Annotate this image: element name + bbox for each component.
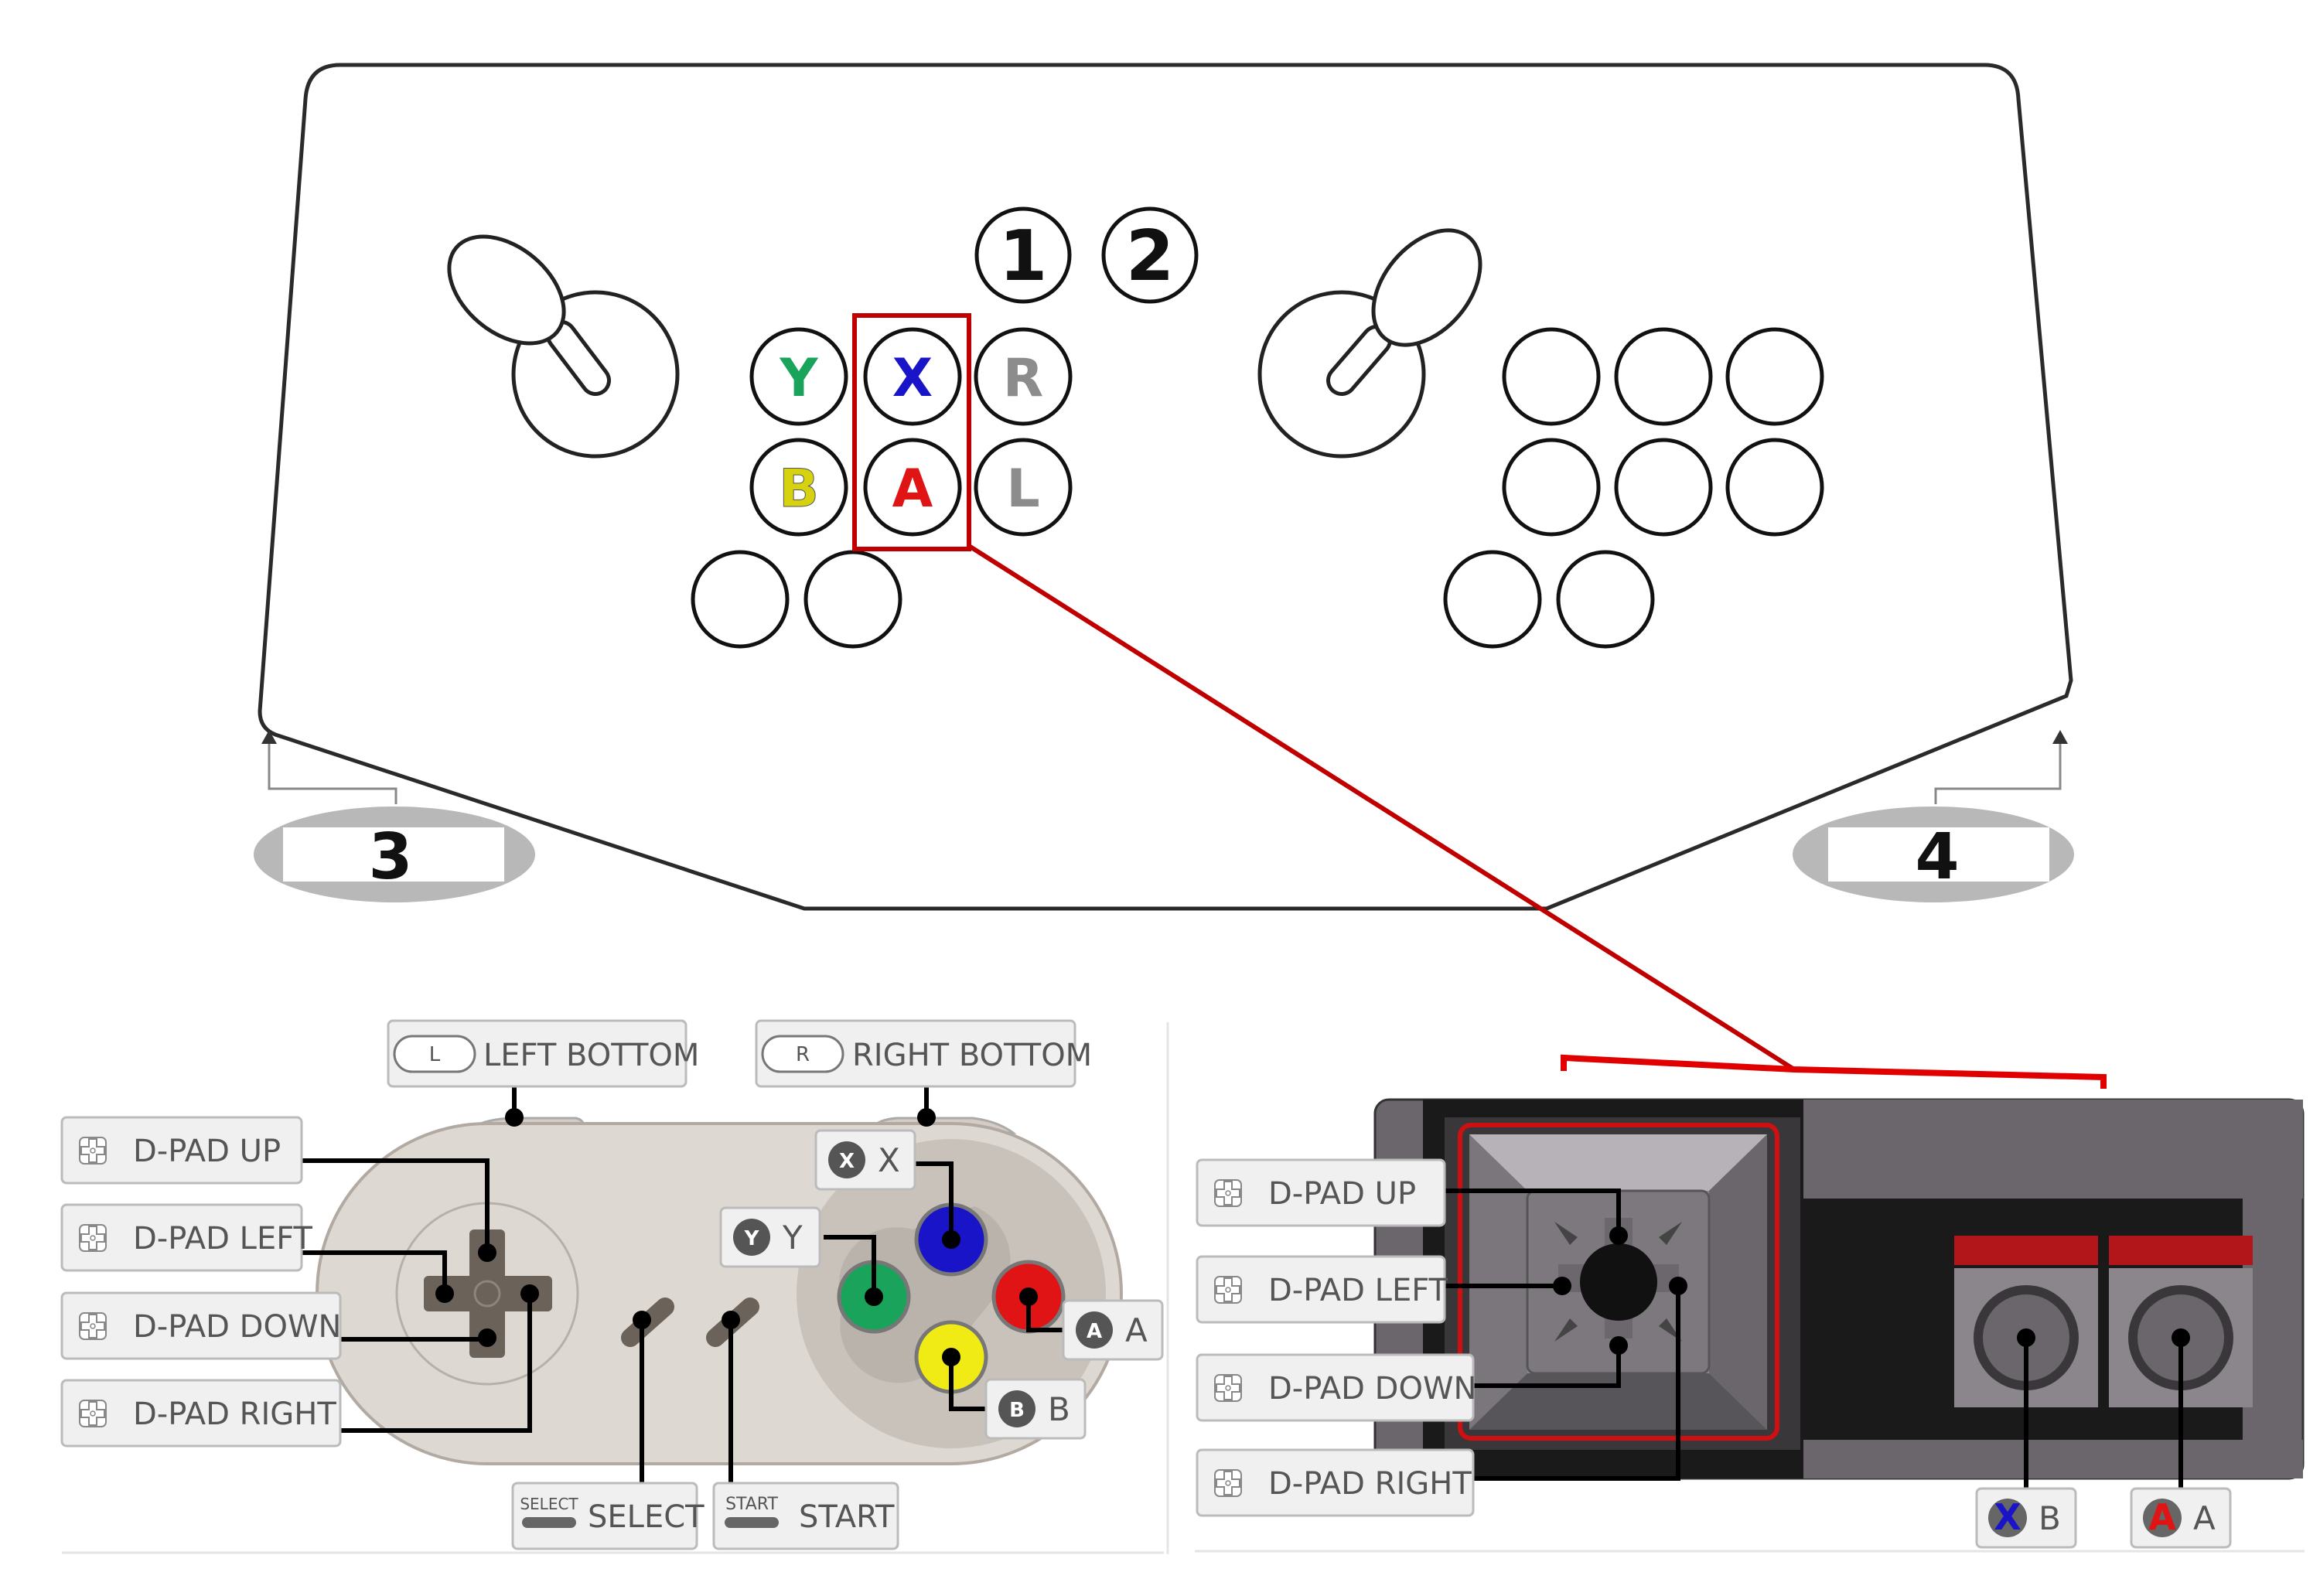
snes-callout-x: X X (814, 1129, 916, 1191)
dpad-icon (79, 1224, 107, 1252)
face-button-l-label: L (1006, 459, 1039, 520)
snes-b-key: B (1009, 1399, 1025, 1422)
nes-controller: D-PAD UP D-PAD LEFT D-PAD DOWN D-PAD RIG… (1195, 1098, 2305, 1553)
callout-right-bottom: R RIGHT BOTTOM (755, 1019, 1092, 1088)
left-bottom-key: L (429, 1043, 441, 1066)
dpad-icon (79, 1400, 107, 1427)
snes-controller: L LEFT BOTTOM R RIGHT BOTTOM D-PAD UP D-… (60, 1019, 1169, 1554)
snes-dpad-icon (424, 1229, 552, 1358)
player-1-button: 1 (974, 206, 1072, 304)
arcade-panel: 1 2 Y X R B A L (254, 63, 2107, 1089)
player-1-label: 1 (999, 216, 1048, 297)
face-button-y: Y (749, 327, 848, 426)
select-key: SELECT (520, 1495, 578, 1513)
left-joystick-icon (447, 234, 680, 459)
player-2-buttons (1443, 327, 1824, 649)
nes-callout-a: A A (2130, 1487, 2232, 1549)
snes-callout-y: Y Y (719, 1206, 821, 1268)
nes-callout-dpad-left: D-PAD LEFT (1196, 1255, 1448, 1324)
snes-dpad-left-label: D-PAD LEFT (133, 1221, 313, 1257)
face-button-b: B (749, 438, 848, 537)
nes-callout-dpad-right: D-PAD RIGHT (1196, 1448, 1475, 1517)
player-3-label: 3 (368, 820, 412, 894)
extra-button-left-2 (803, 550, 902, 649)
dpad-icon (1214, 1276, 1242, 1304)
right-bottom-label: RIGHT BOTTOM (852, 1038, 1092, 1073)
face-button-x: X (863, 327, 962, 426)
face-button-a-label: A (892, 459, 933, 520)
snes-y-key: Y (744, 1227, 760, 1250)
snes-callout-a: A A (1062, 1299, 1164, 1361)
nes-dpad-up-label: D-PAD UP (1268, 1176, 1416, 1212)
select-label: SELECT (588, 1499, 705, 1535)
snes-callout-b: B B (984, 1378, 1087, 1440)
nes-dpad-right-label: D-PAD RIGHT (1268, 1466, 1472, 1502)
player-2-button: 2 (1101, 206, 1199, 304)
snes-y-label: Y (782, 1219, 803, 1257)
highlight-connector (967, 544, 1796, 1072)
nes-callout-dpad-down: D-PAD DOWN (1196, 1353, 1476, 1422)
nes-b-label: B (2039, 1499, 2061, 1537)
snes-x-label: X (878, 1141, 900, 1179)
start-key: START (725, 1495, 778, 1514)
snes-dpad-up-label: D-PAD UP (133, 1134, 281, 1169)
nes-callout-dpad-up: D-PAD UP (1196, 1158, 1446, 1227)
extra-button-left-1 (691, 550, 790, 649)
snes-callout-dpad-left: D-PAD LEFT (60, 1203, 313, 1272)
snes-dpad-right-label: D-PAD RIGHT (133, 1396, 336, 1432)
nes-b-key: X (1994, 1496, 2021, 1538)
snes-b-label: B (1048, 1390, 1070, 1428)
snes-dpad-down-label: D-PAD DOWN (133, 1309, 341, 1345)
player-3-badge: 3 (254, 730, 535, 902)
nes-dpad-bracket (1561, 1054, 2107, 1089)
nes-leader-lines (1445, 1188, 2183, 1489)
face-button-r: R (974, 327, 1073, 426)
dpad-icon (1214, 1469, 1242, 1497)
snes-a-label: A (1125, 1311, 1148, 1349)
nes-dpad-left-label: D-PAD LEFT (1268, 1273, 1448, 1308)
player-2-label: 2 (1126, 216, 1175, 297)
nes-a-label: A (2193, 1499, 2216, 1537)
nes-callout-b: X B (1975, 1487, 2077, 1549)
snes-callout-select: SELECT SELECT (511, 1482, 705, 1550)
snes-callout-start: START START (712, 1482, 899, 1550)
player-4-badge: 4 (1793, 730, 2074, 902)
highlight-box (852, 313, 971, 551)
snes-callout-dpad-down: D-PAD DOWN (60, 1291, 342, 1360)
snes-callout-dpad-right: D-PAD RIGHT (60, 1379, 342, 1448)
face-button-x-label: X (892, 348, 933, 409)
dpad-icon (79, 1137, 107, 1165)
player-4-label: 4 (1915, 820, 1959, 894)
right-bottom-key: R (796, 1043, 810, 1066)
dpad-icon (1214, 1374, 1242, 1402)
left-bottom-label: LEFT BOTTOM (483, 1038, 699, 1073)
dpad-icon (1214, 1179, 1242, 1207)
face-button-r-label: R (1003, 348, 1043, 409)
start-label: START (799, 1499, 895, 1535)
face-button-y-label: Y (779, 348, 818, 409)
snes-x-key: X (839, 1150, 855, 1173)
face-button-l: L (974, 438, 1073, 537)
snes-a-key: A (1087, 1320, 1102, 1343)
nes-a-key: A (2148, 1496, 2176, 1538)
right-joystick-icon (1257, 228, 1482, 459)
dpad-icon (79, 1312, 107, 1340)
snes-callout-dpad-up: D-PAD UP (60, 1116, 303, 1185)
face-button-b-label: B (779, 459, 819, 520)
callout-left-bottom: L LEFT BOTTOM (387, 1019, 699, 1088)
nes-dpad-highlight (1458, 1123, 1779, 1441)
nes-dpad-down-label: D-PAD DOWN (1268, 1371, 1476, 1407)
face-button-a: A (863, 438, 962, 537)
